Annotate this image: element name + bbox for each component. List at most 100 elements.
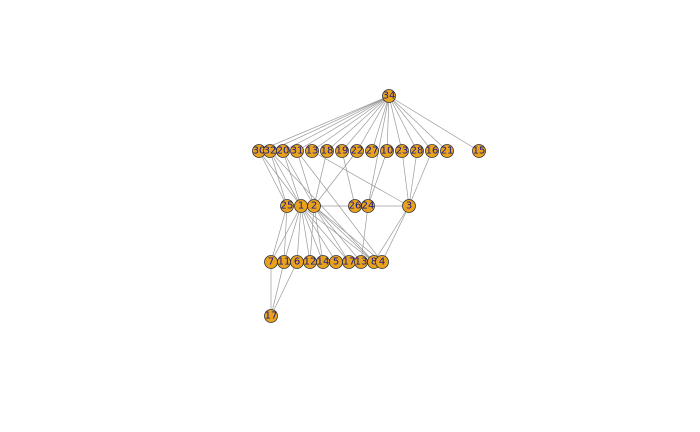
graph-node: 11 xyxy=(277,255,291,269)
node-label: 19 xyxy=(336,146,349,157)
node-circle xyxy=(365,144,379,158)
graph-edge xyxy=(373,205,410,263)
node-label: 32 xyxy=(264,146,277,157)
graph-node: 4 xyxy=(375,255,389,269)
graph-edge xyxy=(311,150,410,207)
graph-edge xyxy=(270,261,298,317)
graph-edge xyxy=(258,150,288,207)
graph-edge xyxy=(258,95,390,152)
node-circle xyxy=(402,199,416,213)
node-label: 7 xyxy=(268,257,274,268)
graph-edge xyxy=(313,205,375,263)
graph-edge xyxy=(388,95,448,152)
node-circle xyxy=(335,144,349,158)
graph-edge xyxy=(341,150,356,207)
graph-node: 18 xyxy=(320,144,334,158)
graph-edge xyxy=(388,95,418,152)
graph-edge xyxy=(300,205,350,263)
graph-node: 13 xyxy=(354,255,368,269)
node-circle xyxy=(410,144,424,158)
graph-node: 17 xyxy=(264,309,278,323)
node-circle xyxy=(305,144,319,158)
edges-layer xyxy=(258,95,480,317)
node-label: 28 xyxy=(411,146,424,157)
node-label: 10 xyxy=(381,146,394,157)
node-label: 12 xyxy=(304,257,317,268)
graph-edge xyxy=(386,95,390,152)
graph-edge xyxy=(341,95,390,152)
graph-node: 3 xyxy=(402,199,416,213)
node-label: 3 xyxy=(406,201,412,212)
node-circle xyxy=(382,89,396,103)
graph-node: 14 xyxy=(316,255,330,269)
node-circle xyxy=(425,144,439,158)
graph-edge xyxy=(270,205,302,263)
node-label: 14 xyxy=(317,257,330,268)
graph-node: 22 xyxy=(350,144,364,158)
node-label: 24 xyxy=(362,201,375,212)
graph-node: 24 xyxy=(361,199,375,213)
node-label: 6 xyxy=(294,257,300,268)
graph-edge xyxy=(408,150,418,207)
graph-edge xyxy=(371,95,390,152)
node-label: 26 xyxy=(349,201,362,212)
node-label: 15 xyxy=(473,146,486,157)
graph-edge xyxy=(311,95,390,152)
graph-node: 25 xyxy=(280,199,294,213)
graph-node: 15 xyxy=(472,144,486,158)
node-circle xyxy=(361,199,375,213)
node-label: 11 xyxy=(278,257,291,268)
graph-node: 10 xyxy=(380,144,394,158)
node-circle xyxy=(395,144,409,158)
graph-edge xyxy=(356,95,390,152)
node-circle xyxy=(280,199,294,213)
graph-edge xyxy=(269,150,302,207)
graph-edge xyxy=(313,150,328,207)
graph-edge xyxy=(296,95,390,152)
node-label: 30 xyxy=(253,146,266,157)
graph-node: 17 xyxy=(342,255,356,269)
node-label: 2 xyxy=(311,201,317,212)
node-label: 22 xyxy=(351,146,364,157)
node-circle xyxy=(264,309,278,323)
graph-edge xyxy=(309,205,315,263)
graph-node: 2 xyxy=(307,199,321,213)
graph-node: 12 xyxy=(303,255,317,269)
graph-node: 32 xyxy=(263,144,277,158)
node-label: 34 xyxy=(383,91,396,102)
node-label: 8 xyxy=(371,257,377,268)
node-label: 25 xyxy=(281,201,294,212)
graph-edge xyxy=(360,205,369,263)
graph-edge xyxy=(381,205,410,263)
graph-edge xyxy=(296,150,383,263)
graph-edge xyxy=(313,150,358,207)
node-circle xyxy=(375,255,389,269)
graph-node: 7 xyxy=(264,255,278,269)
graph-edge xyxy=(270,261,285,317)
node-circle xyxy=(472,144,486,158)
node-label: 13 xyxy=(306,146,319,157)
graph-edge xyxy=(313,205,350,263)
node-label: 21 xyxy=(441,146,454,157)
graph-edge xyxy=(367,150,388,207)
graph-edge xyxy=(313,205,362,263)
graph-edge xyxy=(388,95,403,152)
graph-edge xyxy=(282,95,390,152)
graph-edge xyxy=(296,205,302,263)
node-circle xyxy=(440,144,454,158)
node-circle xyxy=(380,144,394,158)
graph-node: 20 xyxy=(276,144,290,158)
graph-node: 6 xyxy=(290,255,304,269)
node-label: 17 xyxy=(343,257,356,268)
graph-node: 21 xyxy=(440,144,454,158)
graph-edge xyxy=(269,150,375,263)
graph-node: 16 xyxy=(425,144,439,158)
graph-node: 5 xyxy=(329,255,343,269)
node-circle xyxy=(290,144,304,158)
graph-edge xyxy=(283,205,288,263)
graph-node: 31 xyxy=(290,144,304,158)
node-label: 27 xyxy=(366,146,379,157)
graph-edge xyxy=(388,95,480,152)
